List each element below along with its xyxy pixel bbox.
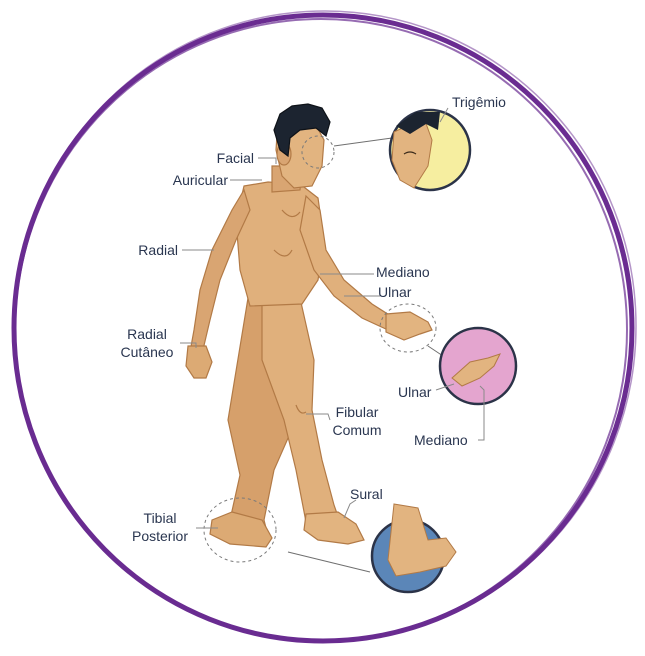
right-hand [386,312,432,340]
label-fibular-1: Fibular [326,404,388,420]
left-hand [186,346,212,378]
foot-inset [372,504,456,592]
label-mediano: Mediano [376,264,430,280]
label-fibular-2: Comum [326,422,388,438]
label-radial: Radial [120,242,178,258]
label-radial-cutaneo-1: Radial [112,326,182,342]
label-tibial-2: Posterior [124,528,196,544]
face-inset [390,110,470,190]
circle-frame [14,11,636,641]
right-foot [304,512,364,544]
hand-inset [440,328,516,404]
label-tibial-1: Tibial [124,510,196,526]
label-trigemio: Trigêmio [452,94,506,110]
label-radial-cutaneo-2: Cutâneo [112,344,182,360]
label-inset-mediano: Mediano [414,432,468,448]
label-auricular: Auricular [150,172,228,188]
label-ulnar: Ulnar [378,284,411,300]
label-inset-ulnar: Ulnar [398,384,431,400]
label-sural: Sural [350,486,383,502]
right-arm [300,196,394,330]
label-facial: Facial [200,150,254,166]
